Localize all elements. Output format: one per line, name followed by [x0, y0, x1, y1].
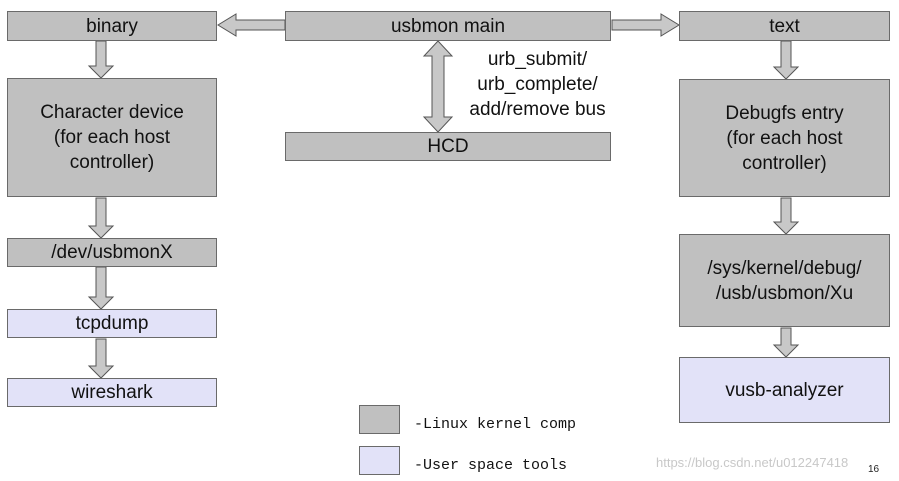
legend-kernel-label: -Linux kernel comp: [414, 416, 577, 433]
arrow-binary-to-char: [87, 40, 115, 79]
hcd-link-label: urb_submit/ urb_complete/ add/remove bus: [469, 49, 606, 120]
character-device-label: Character device (for each host controll…: [40, 102, 184, 173]
arrow-debugfs-to-sys: [772, 197, 800, 235]
sys-kernel-debug-label: /sys/kernel/debug/ /usb/usbmon/Xu: [707, 257, 862, 304]
tcpdump-label: tcpdump: [75, 313, 149, 334]
arrow-dev-to-tcpdump: [87, 266, 115, 310]
arrow-char-to-dev: [87, 197, 115, 239]
usbmon-main-label: usbmon main: [390, 15, 506, 37]
usbmon-main-box: usbmon main: [285, 11, 611, 41]
watermark: https://blog.csdn.net/u012247418: [656, 455, 849, 470]
text-label: text: [769, 15, 800, 37]
sys-kernel-debug-box: /sys/kernel/debug/ /usb/usbmon/Xu: [679, 234, 890, 327]
character-device-box: Character device (for each host controll…: [7, 78, 217, 197]
hcd-label: HCD: [427, 136, 469, 157]
vusb-analyzer-label: vusb-analyzer: [725, 379, 844, 401]
debugfs-entry-label: Debugfs entry (for each host controller): [725, 102, 844, 174]
hcd-box: HCD: [285, 132, 611, 161]
arrow-main-hcd: [422, 40, 454, 133]
text-box: text: [679, 11, 890, 41]
dev-usbmon-box: /dev/usbmonX: [7, 238, 217, 267]
arrow-main-to-text: [611, 13, 680, 37]
binary-label: binary: [86, 15, 138, 37]
arrow-main-to-binary: [217, 13, 286, 37]
wireshark-box: wireshark: [7, 378, 217, 407]
debugfs-entry-box: Debugfs entry (for each host controller): [679, 79, 890, 197]
wireshark-label: wireshark: [71, 382, 153, 403]
dev-usbmon-label: /dev/usbmonX: [51, 242, 173, 263]
binary-box: binary: [7, 11, 217, 41]
arrow-sys-to-vusb: [772, 327, 800, 358]
tcpdump-box: tcpdump: [7, 309, 217, 338]
page-number: 16: [868, 464, 880, 475]
legend-user-label: -User space tools: [414, 457, 568, 474]
vusb-analyzer-box: vusb-analyzer: [679, 357, 890, 423]
arrow-text-to-debugfs: [772, 40, 800, 80]
legend-user-swatch: [359, 446, 400, 475]
legend-kernel-swatch: [359, 405, 400, 434]
arrow-tcpdump-to-wireshark: [87, 338, 115, 379]
